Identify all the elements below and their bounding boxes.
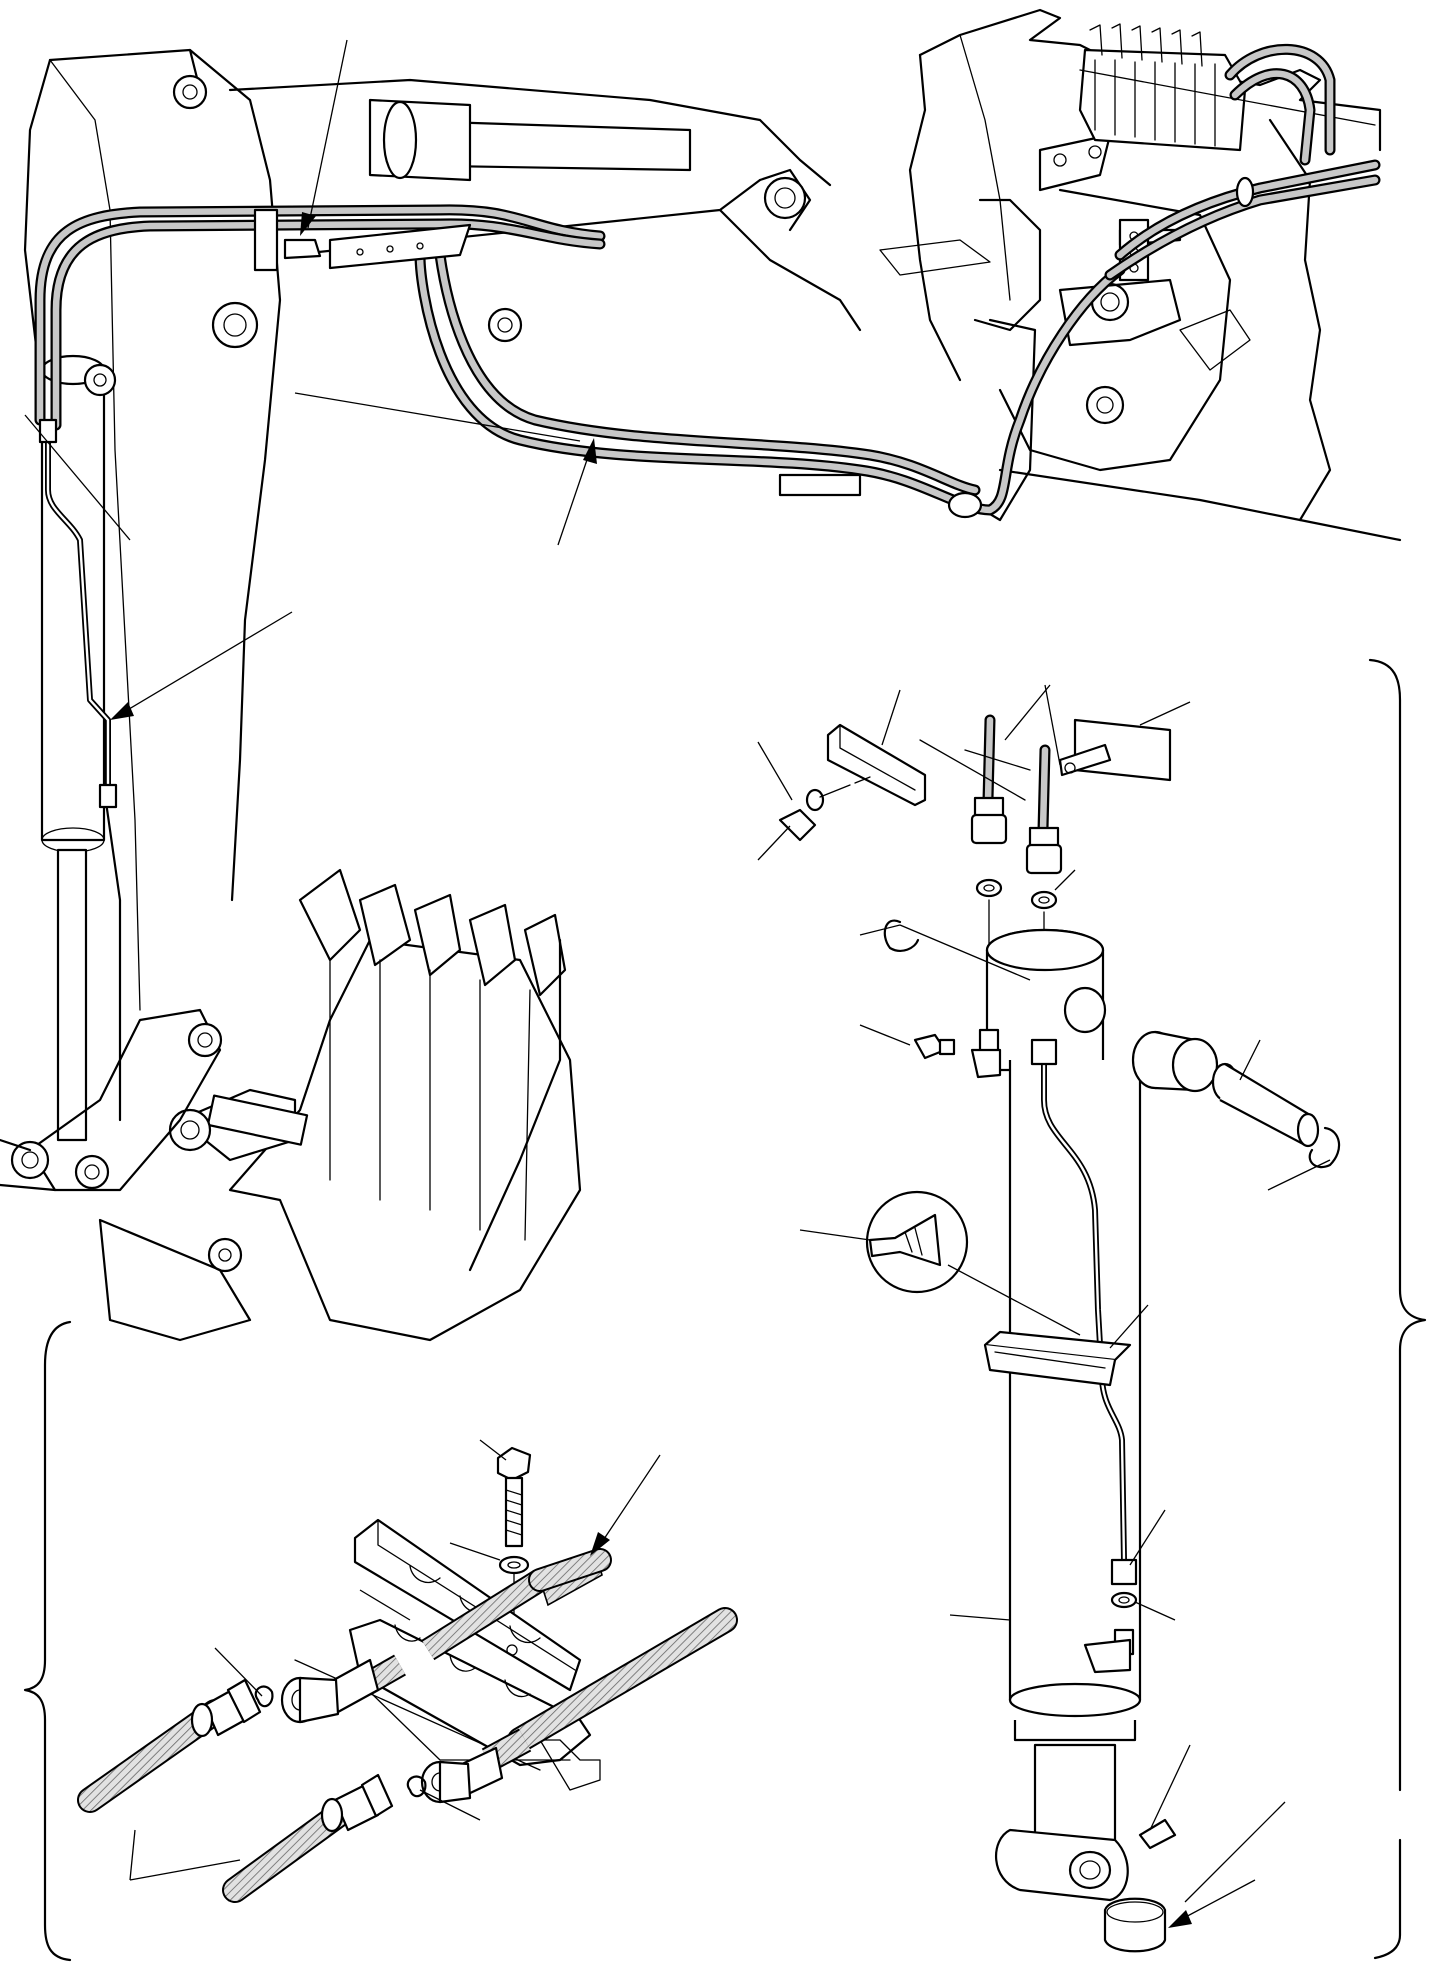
hose-end-fittings: [254, 1658, 504, 1804]
clamp-hoses: [359, 1548, 738, 1772]
view-direction-arrow-icon: [865, 1190, 969, 1294]
chassis-frame: [879, 8, 1402, 542]
clamp-bolt: [496, 1446, 532, 1651]
hose-routing: [34, 159, 1381, 809]
pin-and-bushing: [883, 919, 1341, 1953]
cylinder-tube-pipe: [1030, 1038, 1138, 1674]
cylinder-detail-leaders: [757, 684, 1331, 1928]
boom: [228, 78, 862, 343]
cylinder-strap-clamp: [983, 1330, 1132, 1387]
dipper-arm: [23, 48, 282, 1122]
bucket: [168, 868, 582, 1342]
control-valve-block: [1078, 23, 1376, 166]
hose-clamp-detail-view: [23, 1320, 738, 1962]
hose-clamp-blocks: [778, 718, 1172, 842]
cylinder-body: [985, 928, 1142, 1902]
bucket-cylinder: [40, 354, 117, 1142]
main-view-leaders: [24, 39, 597, 720]
loose-hose-assemblies: [77, 1678, 394, 1903]
elbow-fittings: [970, 1028, 1002, 1079]
curly-brace-icon: [1368, 658, 1427, 1792]
clamp-detail-leaders: [214, 1439, 661, 1821]
backhoe-assembly-view: [0, 8, 1402, 1342]
bucket-linkage: [0, 1008, 252, 1342]
cylinder-exploded-view: [757, 658, 1427, 1960]
